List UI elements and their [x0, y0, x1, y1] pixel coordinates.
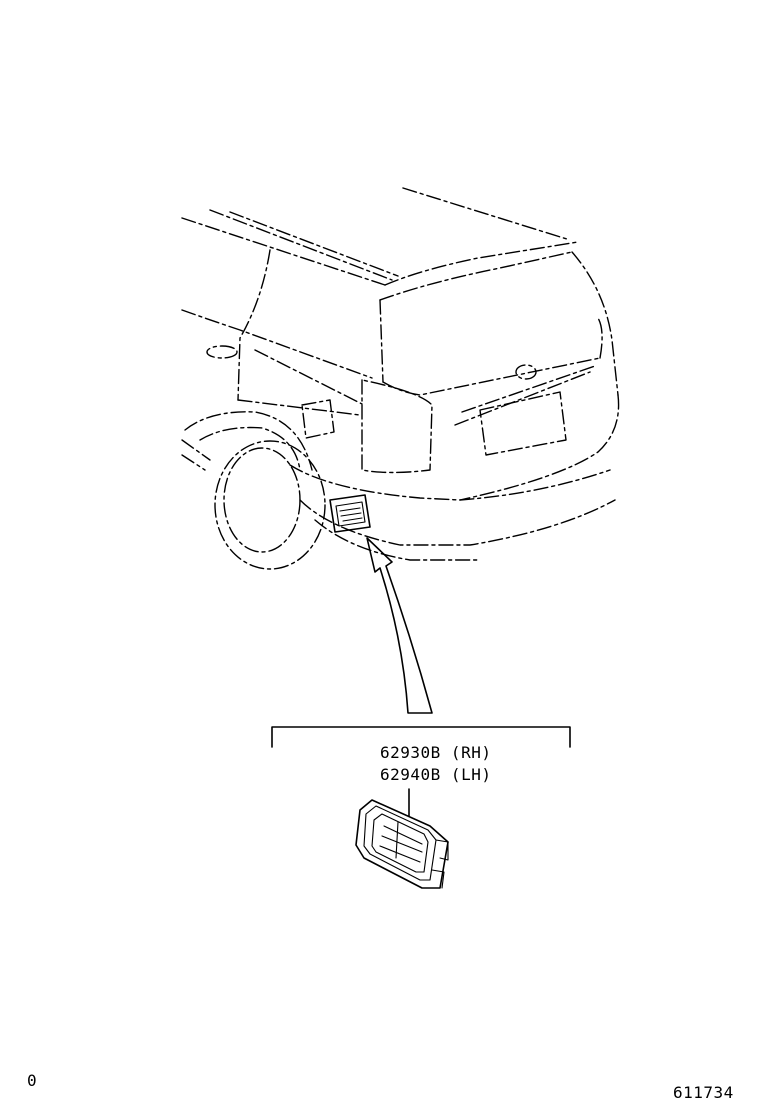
- part-number-rh: 62930B (RH): [380, 743, 492, 762]
- corner-marker-left: 0: [27, 1071, 38, 1090]
- part-number-lh: 62940B (LH): [380, 765, 492, 784]
- label-bracket: [271, 726, 571, 748]
- vehicle-outline: [181, 187, 620, 570]
- leader-arrow: [366, 537, 433, 714]
- illustration-number: 611734: [673, 1083, 734, 1102]
- duct-part-drawing: [355, 799, 449, 889]
